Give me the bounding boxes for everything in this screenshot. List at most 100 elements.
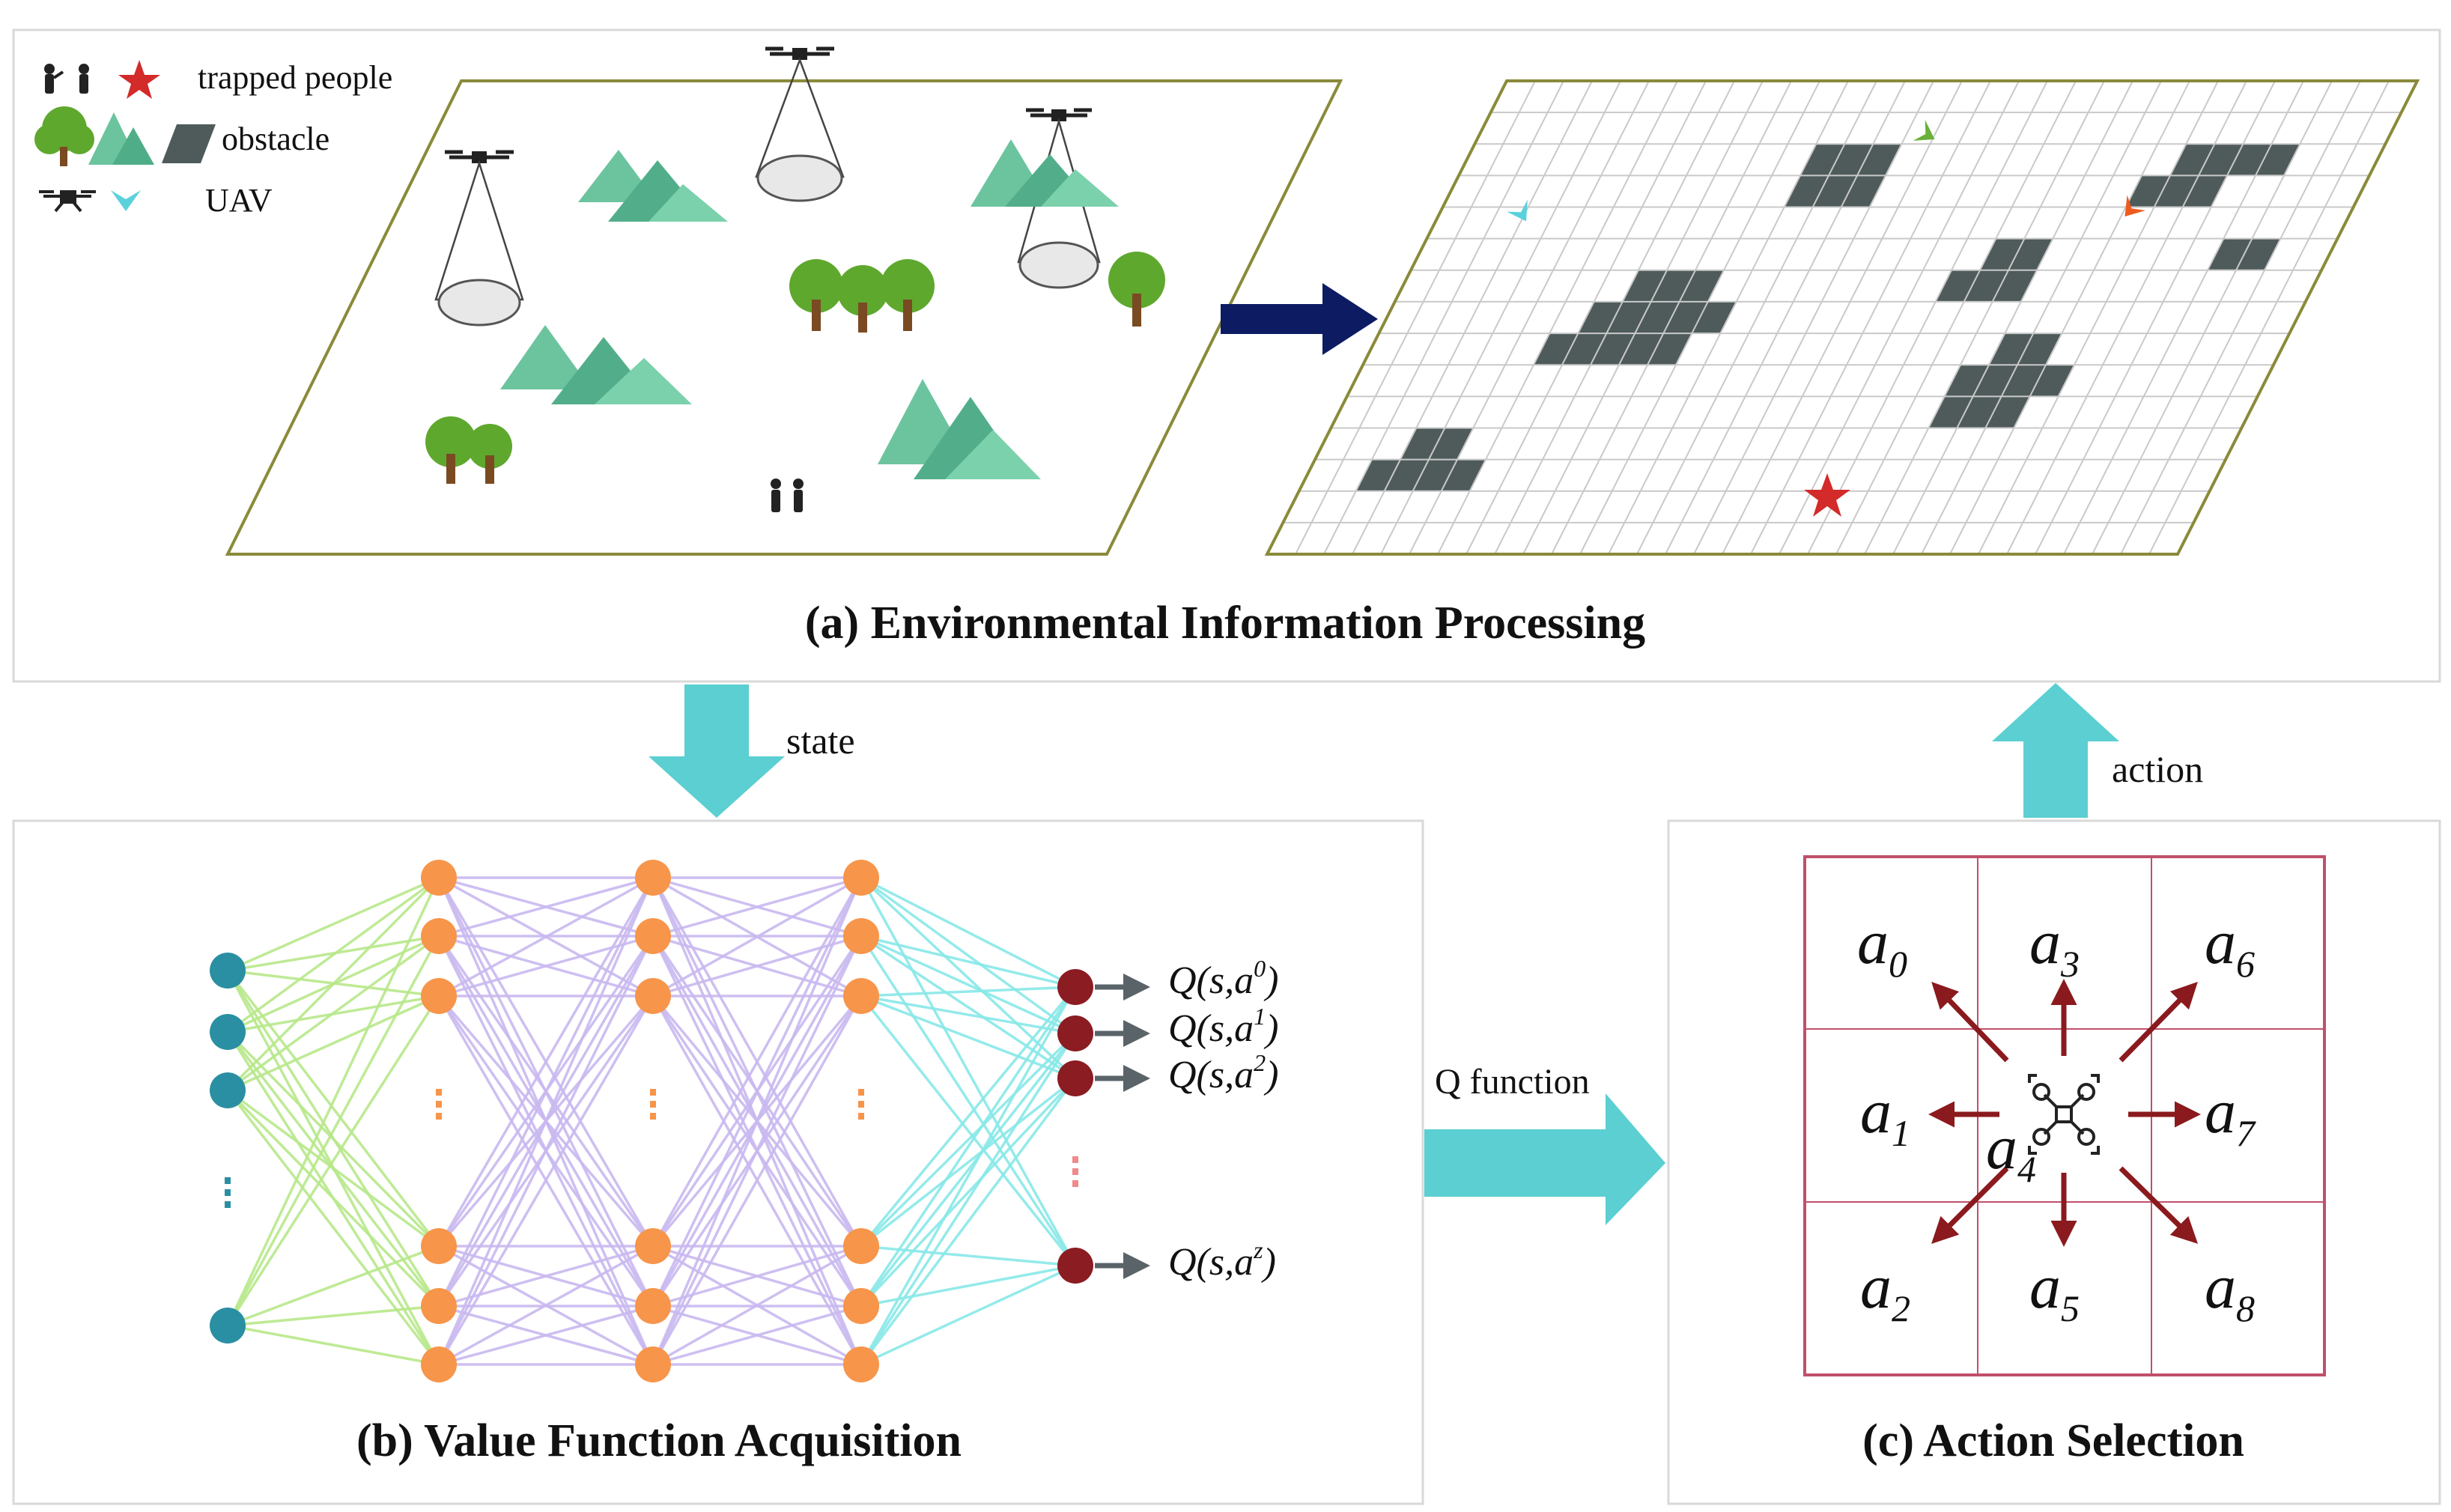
action-label: action [2112,748,2203,790]
action-arrows [1928,979,2201,1247]
obstacle-cell [1355,459,1400,491]
hidden-node [635,860,671,896]
hidden-node [635,1346,671,1382]
drone-icon [39,190,96,213]
output-arrow-icon [1123,1065,1150,1092]
q-outputs: Q(s,a0) Q(s,a1) Q(s,a2) Q(s,az) [1168,955,1278,1284]
hidden-node [843,1228,879,1264]
obstacle-cell [1812,175,1857,207]
obstacle-cell [1635,301,1680,334]
obstacle-cell [1972,365,2017,397]
mountain-icon [971,139,1119,207]
obstacle-cell [1963,270,2008,302]
obstacle-cell [2017,333,2062,365]
obstacle-cell [2208,238,2253,270]
action-label-a0: a0 [1857,908,1907,985]
drone-icon [434,150,524,327]
obstacle-cell [1957,396,2002,428]
hidden-node [635,918,671,954]
obstacle-cell [1985,396,2030,428]
obstacle-cell [1935,270,1980,302]
mountain-icon [88,112,154,165]
panel-c-caption: (c) Action Selection [1862,1415,2244,1466]
scene-people [771,479,804,512]
obstacle-cell [1841,175,1886,207]
block-icon [162,124,216,163]
action-label-a6: a6 [2205,908,2255,985]
obstacle-cell [1692,301,1737,334]
ellipsis-dot [858,1089,864,1096]
tree-icon [789,259,935,333]
obstacle-cell [1606,301,1651,334]
input-node [210,1014,246,1050]
ellipsis-dot [225,1177,231,1184]
legend-label-trapped-people: trapped people [198,59,392,96]
obstacle-cell [2125,175,2170,207]
output-node [1057,969,1093,1005]
people-icon [44,64,89,94]
scene-drones [434,46,1101,327]
obstacle-cell [2001,365,2046,397]
ellipsis-dot [225,1189,231,1196]
panel-a-caption: (a) Environmental Information Processing [805,598,1645,649]
drone-icon [755,46,845,202]
obstacle-cell [1619,333,1664,365]
ellipsis-dot [436,1101,442,1108]
ellipsis-dot [1072,1156,1078,1163]
obstacle-cell [1578,301,1623,334]
ellipsis-dot [858,1101,864,1108]
uav-marker-icon [1913,120,1935,141]
mountain-icon [578,150,728,222]
hidden-node [843,1288,879,1324]
processing-arrow [1221,283,1378,355]
obstacle-cell [1800,144,1845,176]
obstacle-cell [1992,270,2037,302]
uav-marker-icon [2124,195,2146,217]
hidden-node [421,1288,457,1324]
action-labels: a0 a3 a6 a1 a4 a7 a2 a5 a8 [1857,908,2256,1329]
obstacle-cell [1441,459,1486,491]
hidden-node [843,860,879,896]
obstacle-cell [1857,144,1902,176]
obstacle-cell [1679,270,1724,302]
trapped-people-star-icon [1804,473,1850,517]
tree-icon [1108,252,1165,327]
action-label-a4: a4 [1986,1113,2036,1190]
uav-marker-icon [1507,199,1528,222]
hidden-node [421,978,457,1014]
grid-map [1264,79,2420,556]
q-output-label: Q(s,a0) [1168,955,1278,1002]
tree-icon [425,416,512,484]
output-node [1057,1060,1093,1096]
obstacle-cell [2256,144,2300,176]
tree-icon [34,106,94,166]
mountain-icon [878,379,1041,479]
action-label-a3: a3 [2029,908,2080,985]
uav-marker-icon [111,190,141,211]
obstacle-cell [2236,238,2281,270]
obstacle-cell [1647,333,1692,365]
action-label-a2: a2 [1860,1252,1910,1329]
hidden-node [421,1346,457,1382]
ellipsis-dot [650,1089,656,1096]
obstacle-cell [1429,428,1474,460]
obstacle-cell [2154,175,2199,207]
input-node [210,1308,246,1344]
output-arrow-icon [1123,1020,1150,1047]
hidden-node [635,1228,671,1264]
ellipsis-dot [858,1113,864,1120]
output-arrow-icon [1123,1252,1150,1279]
action-label-a8: a8 [2205,1252,2255,1329]
obstacle-cell [1980,238,2025,270]
obstacle-cell [1650,270,1695,302]
obstacle-cell [2182,175,2227,207]
obstacle-cell [2029,365,2074,397]
hidden-node [635,1288,671,1324]
obstacle-cell [2227,144,2272,176]
obstacle-cell [1400,428,1445,460]
obstacle-cell [1384,459,1429,491]
neural-network [210,860,1150,1382]
scene-trees [425,252,1165,484]
input-node [210,953,246,989]
ellipsis-dot [436,1089,442,1096]
